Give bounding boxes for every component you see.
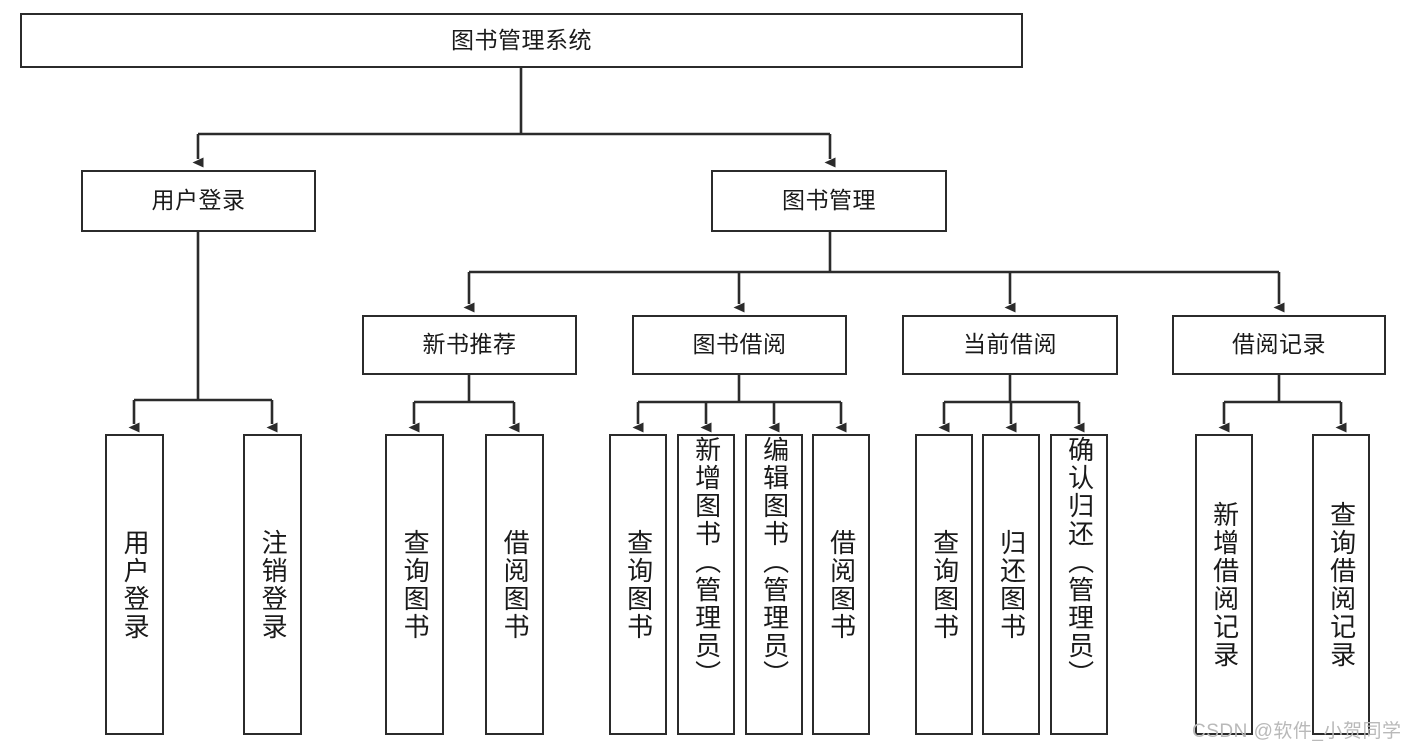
- node-label: 当前借阅: [963, 331, 1057, 358]
- leaf-confirm-return-admin[interactable]: 确认归还（管理员）: [1050, 434, 1108, 735]
- leaf-edit-book-admin[interactable]: 编辑图书（管理员）: [745, 434, 803, 735]
- node-label: 查询图书: [623, 528, 654, 641]
- node-book-borrow[interactable]: 图书借阅: [632, 315, 847, 375]
- node-label: 查询借阅记录: [1326, 500, 1357, 669]
- node-label: 图书借阅: [692, 331, 787, 358]
- node-label: 图书管理: [782, 187, 876, 214]
- node-label: 新增图书（管理员）: [691, 436, 722, 688]
- leaf-query-book-current[interactable]: 查询图书: [915, 434, 973, 735]
- node-label: 归还图书: [996, 528, 1027, 641]
- node-label: 查询图书: [929, 528, 960, 641]
- leaf-query-book-recommend[interactable]: 查询图书: [385, 434, 444, 735]
- node-current-borrow[interactable]: 当前借阅: [902, 315, 1118, 375]
- watermark-text: CSDN @软件_小贺同学: [1192, 721, 1402, 742]
- node-label: 编辑图书（管理员）: [759, 436, 790, 688]
- node-label: 注销登录: [258, 528, 289, 641]
- leaf-borrow-book[interactable]: 借阅图书: [812, 434, 870, 735]
- node-label: 查询图书: [400, 528, 431, 641]
- node-book-management-system[interactable]: 图书管理系统: [20, 13, 1023, 68]
- node-book-management[interactable]: 图书管理: [711, 170, 947, 232]
- node-label: 图书管理系统: [451, 26, 592, 53]
- node-label: 确认归还（管理员）: [1064, 436, 1095, 688]
- node-label: 借阅记录: [1232, 331, 1326, 358]
- node-label: 新增借阅记录: [1209, 500, 1240, 669]
- node-label: 用户登录: [120, 528, 151, 641]
- node-new-book-recommend[interactable]: 新书推荐: [362, 315, 577, 375]
- node-label: 借阅图书: [500, 528, 531, 641]
- leaf-logout[interactable]: 注销登录: [243, 434, 302, 735]
- node-label: 用户登录: [151, 187, 246, 214]
- leaf-add-book-admin[interactable]: 新增图书（管理员）: [677, 434, 735, 735]
- node-borrow-record[interactable]: 借阅记录: [1172, 315, 1386, 375]
- leaf-return-book[interactable]: 归还图书: [982, 434, 1040, 735]
- leaf-add-borrow-record[interactable]: 新增借阅记录: [1195, 434, 1253, 735]
- leaf-user-login[interactable]: 用户登录: [105, 434, 164, 735]
- leaf-query-borrow-record[interactable]: 查询借阅记录: [1312, 434, 1370, 735]
- node-user-login[interactable]: 用户登录: [81, 170, 316, 232]
- leaf-query-book-borrow[interactable]: 查询图书: [609, 434, 667, 735]
- node-label: 借阅图书: [826, 528, 857, 641]
- node-label: 新书推荐: [422, 331, 517, 358]
- leaf-borrow-book-recommend[interactable]: 借阅图书: [485, 434, 544, 735]
